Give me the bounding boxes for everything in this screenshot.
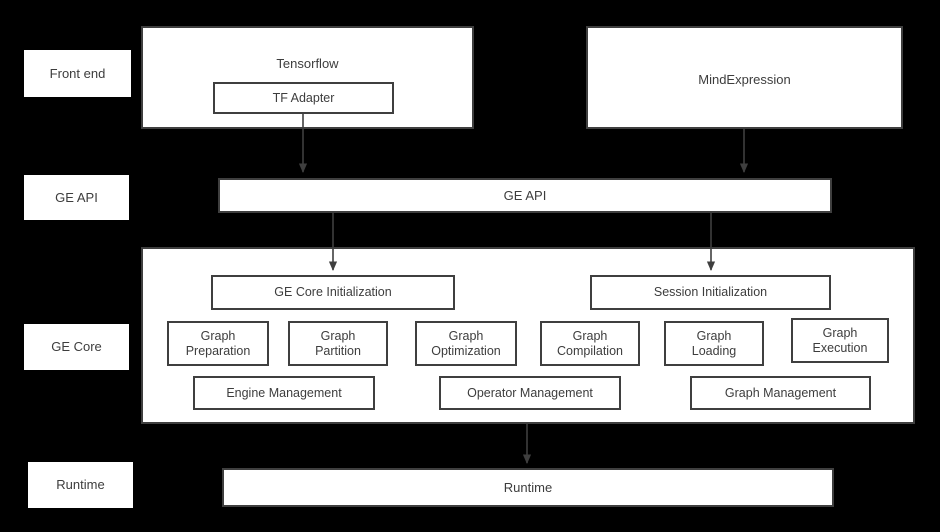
lane-label-text: GE Core [51,339,102,355]
ge-api-bar[interactable]: GE API [218,178,832,213]
graph-execution-label: Graph Execution [812,325,868,355]
graph-loading-box[interactable]: Graph Loading [664,321,764,366]
graph-partition-label: Graph Partition [315,328,361,358]
ge-api-label: GE API [503,187,547,203]
tf-adapter-box[interactable]: TF Adapter [213,82,394,114]
lane-label-text: Front end [49,65,106,81]
graph-management-label: Graph Management [724,385,837,400]
operator-management-label: Operator Management [467,385,593,400]
graph-optimization-box[interactable]: Graph Optimization [415,321,517,366]
lane-label-runtime: Runtime [28,462,133,508]
lane-label-text: Runtime [56,477,105,493]
graph-loading-label: Graph Loading [691,328,737,358]
ge-core-initialization-label: GE Core Initialization [274,285,392,300]
lane-label-ge-api: GE API [24,175,129,220]
tensorflow-title: Tensorflow [276,56,339,71]
graph-partition-box[interactable]: Graph Partition [288,321,388,366]
tf-adapter-label: TF Adapter [272,90,335,105]
operator-management-box[interactable]: Operator Management [439,376,621,410]
graph-preparation-box[interactable]: Graph Preparation [167,321,269,366]
ge-core-initialization-box[interactable]: GE Core Initialization [211,275,455,310]
session-initialization-label: Session Initialization [653,285,768,300]
lane-label-ge-core: GE Core [24,324,129,370]
graph-compilation-label: Graph Compilation [556,328,623,358]
session-initialization-box[interactable]: Session Initialization [590,275,831,310]
graph-optimization-label: Graph Optimization [431,328,501,358]
lane-label-text: GE API [55,189,98,205]
engine-management-box[interactable]: Engine Management [193,376,375,410]
mindexpression-container: MindExpression [586,26,903,129]
lane-label-front-end: Front end [24,50,131,97]
graph-preparation-label: Graph Preparation [185,328,251,358]
graph-compilation-box[interactable]: Graph Compilation [540,321,640,366]
mindexpression-title: MindExpression [698,72,791,87]
runtime-bar[interactable]: Runtime [222,468,834,507]
engine-management-label: Engine Management [226,385,342,400]
graph-management-box[interactable]: Graph Management [690,376,871,410]
graph-execution-box[interactable]: Graph Execution [791,318,889,363]
runtime-label: Runtime [503,479,553,495]
